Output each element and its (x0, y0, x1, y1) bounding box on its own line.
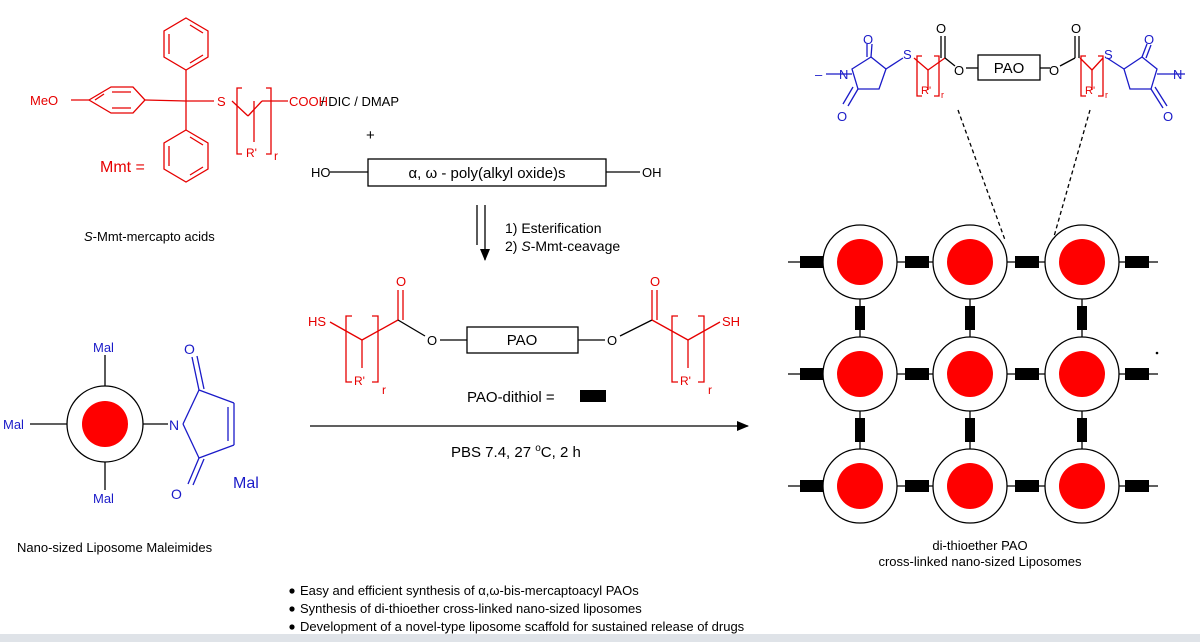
ho-label: HO (311, 165, 331, 180)
crosslinker-ester-o-left: O (954, 63, 964, 78)
crosslinker-n-left-methyl: – (815, 67, 823, 82)
pao-linker-block (1077, 306, 1087, 330)
liposome-core (947, 351, 993, 397)
bullet-2: Synthesis of di-thioether cross-linked n… (300, 601, 642, 616)
mmt-equals-label: Mmt = (100, 159, 145, 176)
meo-label: MeO (30, 93, 58, 108)
cooh-label: COOH (289, 94, 328, 109)
liposome-caption: Nano-sized Liposome Maleimides (17, 540, 213, 555)
network-caption-line-2: cross-linked nano-sized Liposomes (878, 554, 1082, 569)
reaction-conditions: PBS 7.4, 27 oC, 2 h (451, 443, 581, 461)
mal-top: Mal (93, 340, 114, 355)
crosslinker-s-right: S (1104, 47, 1113, 62)
liposome-core (837, 351, 883, 397)
crosslinker-co-left: O (936, 21, 946, 36)
crosslinker-o-3: O (1144, 32, 1154, 47)
ester-o-left: O (427, 333, 437, 348)
stray-dot (1155, 351, 1159, 355)
crosslinker-ester-o-right: O (1049, 63, 1059, 78)
liposome-core (1059, 239, 1105, 285)
mal-left: Mal (3, 417, 24, 432)
pao-dithiol-structure (329, 290, 721, 383)
crosslinker-n-left: N (839, 67, 848, 82)
pao-label: PAO (507, 332, 538, 349)
bottom-strip (0, 634, 1200, 642)
pao-linker-block (800, 480, 824, 492)
imide-o-bottom: O (171, 486, 182, 502)
pao-linker-block (1015, 256, 1039, 268)
dithiol-legend-label: PAO-dithiol = (467, 389, 555, 406)
mal-definition-label: Mal (233, 475, 259, 492)
mmt-caption: S-Mmt-mercapto acids (84, 229, 215, 244)
pao-linker-block (1125, 480, 1149, 492)
pao-linker-block (965, 306, 975, 330)
mmt-mercapto-acid-structure (71, 17, 288, 183)
step-2-label: 2) S-Mmt-ceavage (505, 238, 620, 254)
crosslinker-o-2: O (837, 109, 847, 124)
step-1-label: 1) Esterification (505, 220, 601, 236)
r-prime-right: R' (680, 374, 691, 388)
bullet-3: Development of a novel-type liposome sca… (300, 619, 745, 634)
crosslinker-o-4: O (1163, 109, 1173, 124)
pao-linker-block (905, 256, 929, 268)
pao-linker-block (1015, 368, 1039, 380)
liposome-core (1059, 463, 1105, 509)
liposome-network (788, 224, 1158, 524)
repeat-r-label: r (274, 149, 278, 163)
dithiol-legend-swatch (580, 390, 606, 402)
repeat-r-right: r (708, 383, 712, 397)
liposome-core (837, 239, 883, 285)
bullet-dot-3 (289, 624, 295, 630)
pao-linker-block (855, 418, 865, 442)
repeat-r-left: r (382, 383, 386, 397)
imide-n: N (169, 417, 179, 433)
pao-linker-block (1125, 256, 1149, 268)
crosslinker-n-right: N (1173, 67, 1182, 82)
pao-linker-block (965, 418, 975, 442)
crosslinker-structure (826, 36, 1185, 241)
ester-o-right: O (607, 333, 617, 348)
pao-linker-block (1077, 418, 1087, 442)
sh-label: SH (722, 314, 740, 329)
mal-bottom: Mal (93, 491, 114, 506)
pao-linker-block (800, 256, 824, 268)
pao-linker-block (1015, 480, 1039, 492)
pao-diol-structure (330, 158, 640, 187)
highlights-list: Easy and efficient synthesis of α,ω-bis-… (289, 583, 745, 634)
pao-linker-block (905, 368, 929, 380)
crosslinker-r-prime-right: R' (1085, 85, 1095, 97)
bullet-dot-1 (289, 588, 295, 594)
network-caption-line-1: di-thioether PAO (932, 538, 1027, 553)
pao-diol-label: α, ω - poly(alkyl oxide)s (408, 165, 565, 182)
bullet-1: Easy and efficient synthesis of α,ω-bis-… (300, 583, 639, 598)
crosslinker-r-left: r (941, 90, 944, 100)
liposome-core (1059, 351, 1105, 397)
oh-label: OH (642, 165, 662, 180)
plus-sign: + (366, 127, 375, 144)
crosslinker-o-1: O (863, 32, 873, 47)
carbonyl-o-left: O (396, 274, 406, 289)
crosslinker-co-right: O (1071, 21, 1081, 36)
pao-linker-block (905, 480, 929, 492)
imide-o-top: O (184, 341, 195, 357)
liposome-core (947, 239, 993, 285)
hs-label: HS (308, 314, 326, 329)
carbonyl-o-right: O (650, 274, 660, 289)
sulfur-label: S (217, 94, 226, 109)
pao-linker-block (1125, 368, 1149, 380)
r-prime-label: R' (246, 146, 257, 160)
crosslinker-r-prime-left: R' (921, 85, 931, 97)
pao-linker-block (800, 368, 824, 380)
coupling-reagents: / DIC / DMAP (321, 94, 399, 109)
liposome-core (837, 463, 883, 509)
crosslinker-r-right: r (1105, 90, 1108, 100)
liposome-maleimide-structure (30, 355, 235, 490)
liposome-core (947, 463, 993, 509)
crosslinker-s-left: S (903, 47, 912, 62)
bullet-dot-2 (289, 606, 295, 612)
crosslinker-pao: PAO (994, 60, 1025, 77)
pao-linker-block (855, 306, 865, 330)
r-prime-left: R' (354, 374, 365, 388)
